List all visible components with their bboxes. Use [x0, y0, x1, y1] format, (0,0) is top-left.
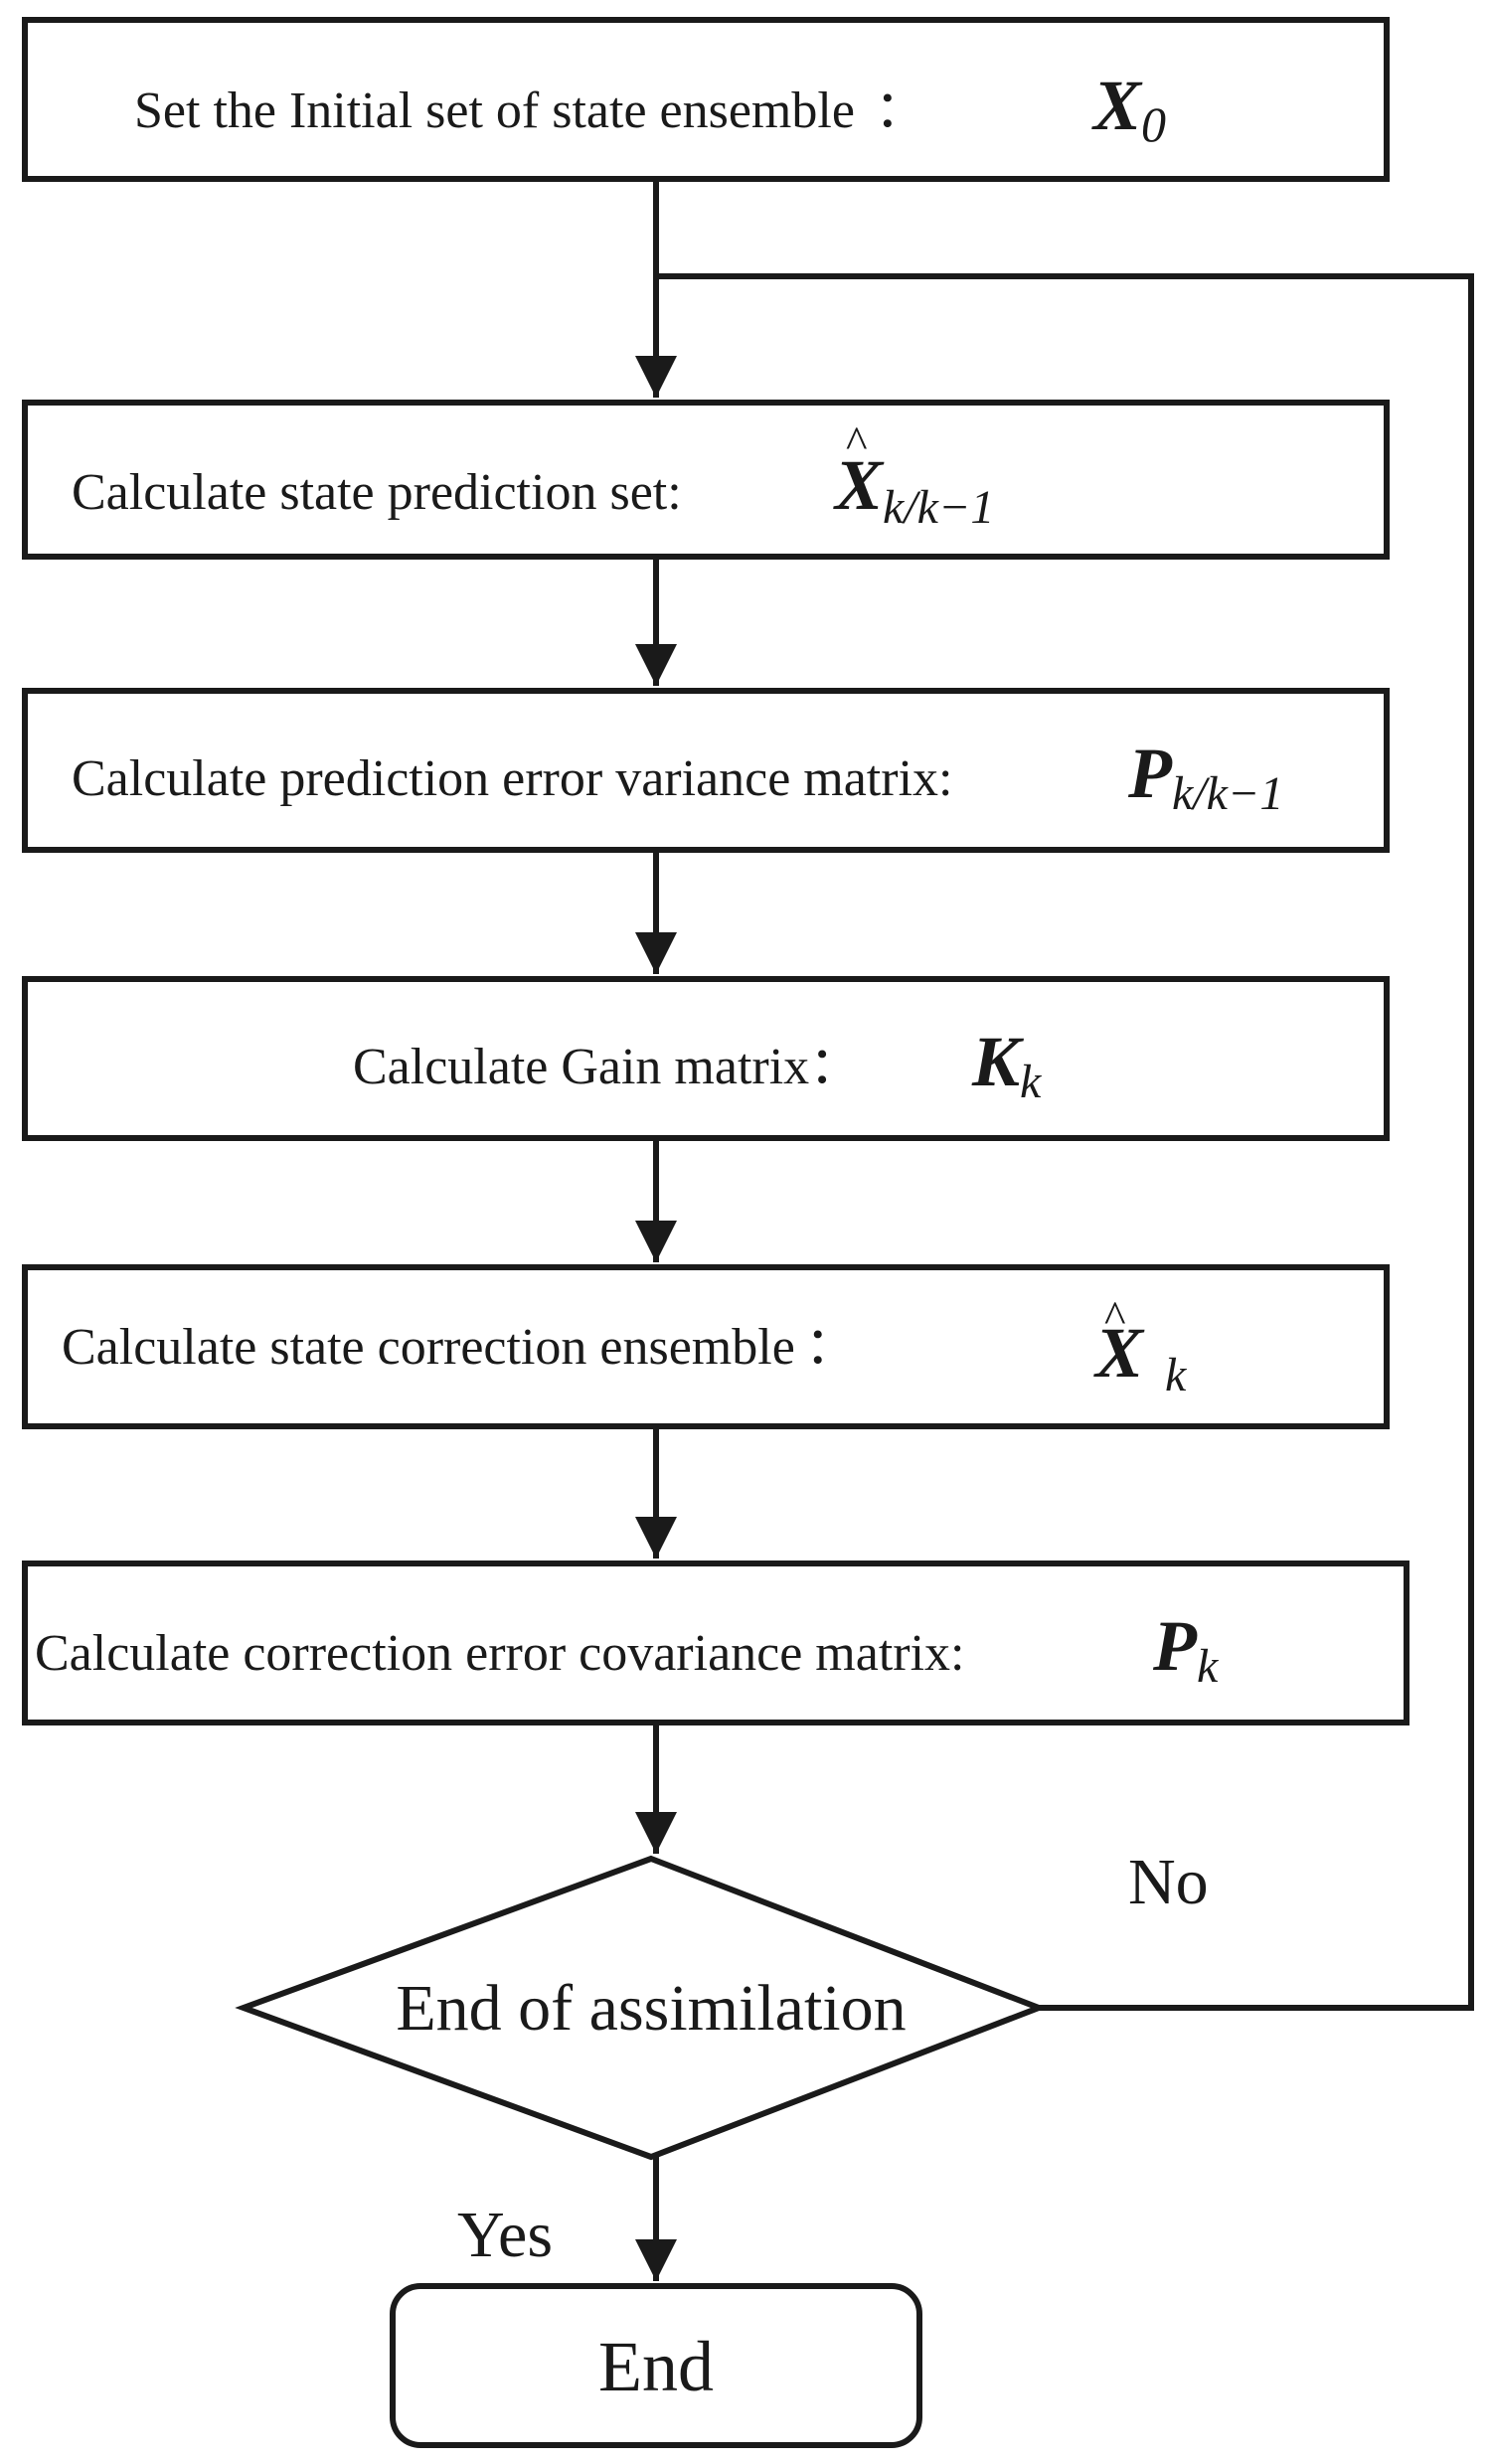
- svg-text:Xk: Xk: [1093, 1313, 1188, 1401]
- step-gain-text: Calculate Gain matrix: [353, 1039, 809, 1095]
- step-pred-error-symbol: P: [1127, 734, 1173, 813]
- step-predict-symbol: X: [833, 445, 885, 525]
- step-predict-sub: k/k−1: [883, 481, 994, 534]
- svg-text:Calculate state correction ens: Calculate state correction ensemble：: [62, 1319, 857, 1376]
- end-text: End: [598, 2327, 714, 2406]
- step-predict: Calculate state prediction set: ^ Xk/k−1: [22, 400, 1390, 560]
- decision-end-of-assimilation: End of assimilation: [235, 1855, 1048, 2161]
- svg-text:Set the Initial set of state e: Set the Initial set of state ensemble ：: [134, 82, 926, 139]
- step-correct: Calculate state correction ensemble： ^ X…: [22, 1264, 1390, 1429]
- svg-text:Calculate Gain matrix：: Calculate Gain matrix：: [353, 1039, 861, 1095]
- step-correct-sub: k: [1165, 1349, 1188, 1401]
- svg-text:Xk/k−1: Xk/k−1: [833, 445, 994, 534]
- svg-text:X0: X0: [1091, 66, 1166, 152]
- step-pred-error: Calculate prediction error variance matr…: [22, 688, 1390, 853]
- label-no: No: [1128, 1846, 1209, 1918]
- svg-text:Pk/k−1: Pk/k−1: [1127, 734, 1283, 820]
- svg-text:Kk: Kk: [971, 1022, 1043, 1108]
- step-corr-error-symbol: P: [1152, 1606, 1198, 1686]
- step-predict-accent: ^: [845, 416, 867, 467]
- step-gain-sep: ：: [809, 1039, 861, 1095]
- step-gain-sub: k: [1020, 1056, 1043, 1108]
- step-correct-symbol: X: [1093, 1313, 1145, 1393]
- step-correct-text: Calculate state correction ensemble: [62, 1319, 795, 1376]
- loop-back-line-no: [656, 273, 1474, 2011]
- svg-text:Pk: Pk: [1152, 1606, 1220, 1693]
- step-init: Set the Initial set of state ensemble ： X…: [22, 17, 1390, 182]
- step-gain-symbol: K: [971, 1022, 1025, 1101]
- step-corr-error-sub: k: [1197, 1640, 1220, 1693]
- step-gain: Calculate Gain matrix： Kk: [22, 976, 1390, 1141]
- step-correct-accent: ^: [1103, 1291, 1125, 1342]
- step-init-sub: 0: [1141, 96, 1166, 152]
- step-corr-error: Calculate correction error covariance ma…: [22, 1561, 1409, 1725]
- svg-text:Calculate correction error cov: Calculate correction error covariance ma…: [35, 1625, 965, 1682]
- decision-text: End of assimilation: [396, 1972, 906, 2045]
- step-predict-text: Calculate state prediction set:: [72, 464, 682, 521]
- step-corr-error-sep: :: [950, 1625, 964, 1682]
- label-yes: Yes: [457, 2199, 553, 2271]
- step-pred-error-text: Calculate prediction error variance matr…: [72, 750, 952, 807]
- end-terminal: End: [390, 2283, 922, 2448]
- step-init-symbol: X: [1091, 66, 1143, 145]
- step-corr-error-text: Calculate correction error covariance ma…: [35, 1625, 950, 1682]
- step-pred-error-sub: k/k−1: [1172, 767, 1283, 820]
- step-init-text: Set the Initial set of state ensemble: [134, 82, 855, 139]
- step-init-sep: ：: [875, 82, 926, 139]
- step-correct-sep: ：: [805, 1319, 857, 1376]
